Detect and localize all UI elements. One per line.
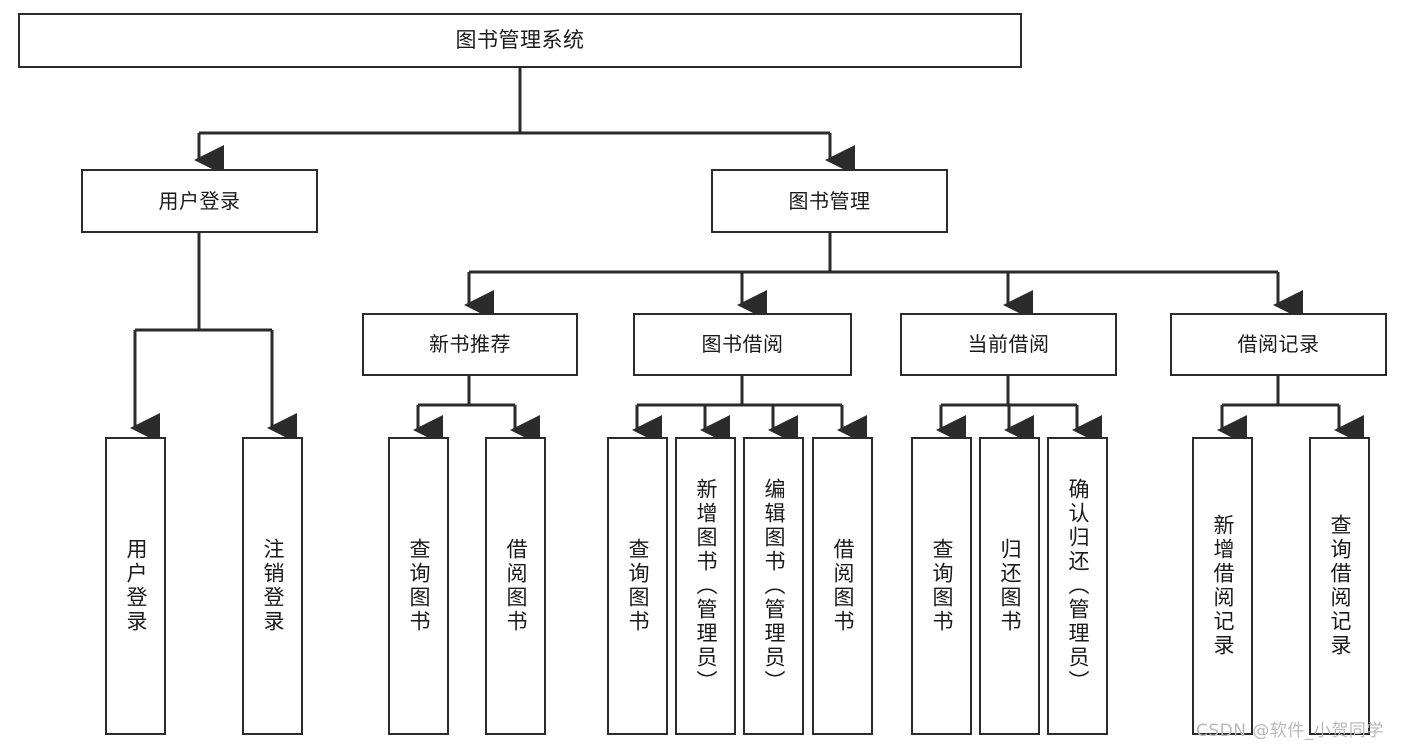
node-leaf-add-record[interactable]: 新增借阅记录 (1192, 437, 1253, 735)
node-book-manage-label: 图书管理 (788, 188, 871, 213)
connectors-root-to-level2 (194, 68, 855, 175)
node-leaf-query-book-1-label: 查询图书 (407, 538, 431, 634)
node-new-book-recommend[interactable]: 新书推荐 (362, 313, 578, 376)
node-root[interactable]: 图书管理系统 (18, 13, 1022, 68)
node-leaf-edit-book-label: 编辑图书（管理员） (762, 478, 786, 694)
node-leaf-add-book-label: 新增图书（管理员） (694, 478, 718, 694)
node-leaf-query-record[interactable]: 查询借阅记录 (1309, 437, 1370, 735)
node-borrow-record-label: 借阅记录 (1237, 332, 1320, 356)
node-leaf-confirm-return[interactable]: 确认归还（管理员） (1047, 437, 1108, 735)
connectors-newbook-to-leaves (413, 376, 540, 445)
node-leaf-user-login-label: 用户登录 (124, 538, 148, 634)
node-leaf-user-logout-label: 注销登录 (261, 538, 285, 634)
connectors-borrowrecord-to-leaves (1217, 376, 1364, 445)
node-leaf-user-login[interactable]: 用户登录 (105, 437, 166, 735)
connectors-userlogin-to-leaves (130, 233, 297, 443)
node-book-manage[interactable]: 图书管理 (711, 169, 948, 233)
node-current-borrow-label: 当前借阅 (967, 332, 1050, 356)
node-new-book-recommend-label: 新书推荐 (429, 332, 511, 356)
node-leaf-edit-book[interactable]: 编辑图书（管理员） (743, 437, 804, 735)
node-leaf-query-book-2-label: 查询图书 (626, 538, 650, 634)
node-current-borrow[interactable]: 当前借阅 (900, 313, 1117, 376)
node-leaf-return-book-label: 归还图书 (998, 538, 1022, 634)
node-user-login-label: 用户登录 (158, 188, 241, 213)
node-leaf-borrow-book-2-label: 借阅图书 (831, 538, 855, 634)
node-root-label: 图书管理系统 (455, 28, 585, 53)
node-leaf-user-logout[interactable]: 注销登录 (242, 437, 303, 735)
node-leaf-borrow-book-1[interactable]: 借阅图书 (485, 437, 546, 735)
node-book-borrow[interactable]: 图书借阅 (633, 313, 852, 376)
node-leaf-add-record-label: 新增借阅记录 (1211, 514, 1235, 658)
node-leaf-borrow-book-2[interactable]: 借阅图书 (812, 437, 873, 735)
node-leaf-borrow-book-1-label: 借阅图书 (504, 538, 528, 634)
node-leaf-query-record-label: 查询借阅记录 (1328, 514, 1352, 658)
connectors-bookborrow-to-leaves (632, 376, 867, 445)
node-leaf-query-book-3[interactable]: 查询图书 (911, 437, 972, 735)
node-leaf-add-book[interactable]: 新增图书（管理员） (675, 437, 736, 735)
node-leaf-query-book-2[interactable]: 查询图书 (607, 437, 668, 735)
node-book-borrow-label: 图书借阅 (701, 332, 784, 356)
node-leaf-confirm-return-label: 确认归还（管理员） (1066, 478, 1090, 694)
connectors-currentborrow-to-leaves (936, 376, 1102, 445)
connectors-bookmanage-to-level3 (464, 233, 1303, 320)
node-borrow-record[interactable]: 借阅记录 (1170, 313, 1387, 376)
node-leaf-query-book-3-label: 查询图书 (930, 538, 954, 634)
node-user-login[interactable]: 用户登录 (81, 169, 318, 233)
node-leaf-return-book[interactable]: 归还图书 (979, 437, 1040, 735)
node-leaf-query-book-1[interactable]: 查询图书 (388, 437, 449, 735)
